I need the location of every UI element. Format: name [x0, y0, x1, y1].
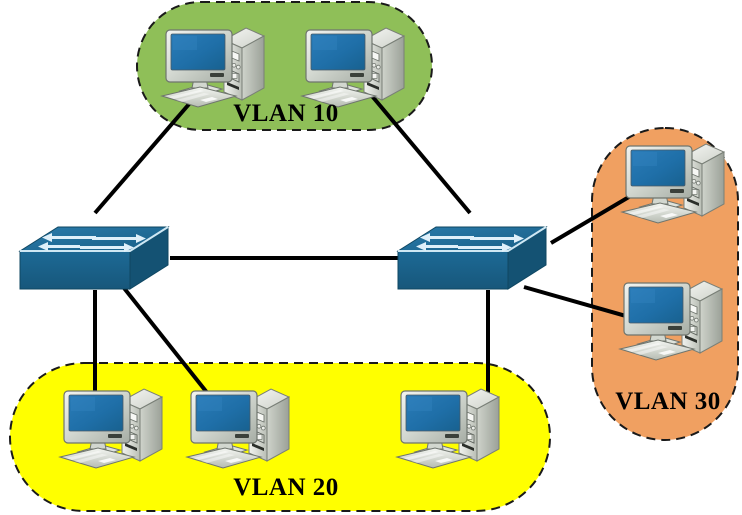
vlan-label-vlan30: VLAN 30: [615, 388, 721, 415]
vlan-labels: VLAN 10 VLAN 20 VLAN 30: [233, 100, 721, 501]
vlan-label-vlan20: VLAN 20: [233, 474, 339, 501]
switch-left[interactable]: [19, 226, 169, 290]
host-pc-v20-1[interactable]: [59, 388, 163, 469]
link-switch-right-to-pc-v10-2: [370, 94, 472, 215]
host-pc-v30-1[interactable]: [621, 143, 725, 224]
host-pc-v20-3[interactable]: [396, 388, 500, 469]
host-pc-v30-2[interactable]: [619, 280, 723, 361]
host-pc-v10-1[interactable]: [161, 27, 265, 108]
switch-right[interactable]: [397, 226, 547, 290]
host-pc-v20-2[interactable]: [186, 388, 290, 469]
host-pc-v10-2[interactable]: [301, 27, 405, 108]
link-switch-left-to-pc-v10-1: [93, 94, 198, 215]
vlan-label-vlan10: VLAN 10: [233, 100, 339, 127]
